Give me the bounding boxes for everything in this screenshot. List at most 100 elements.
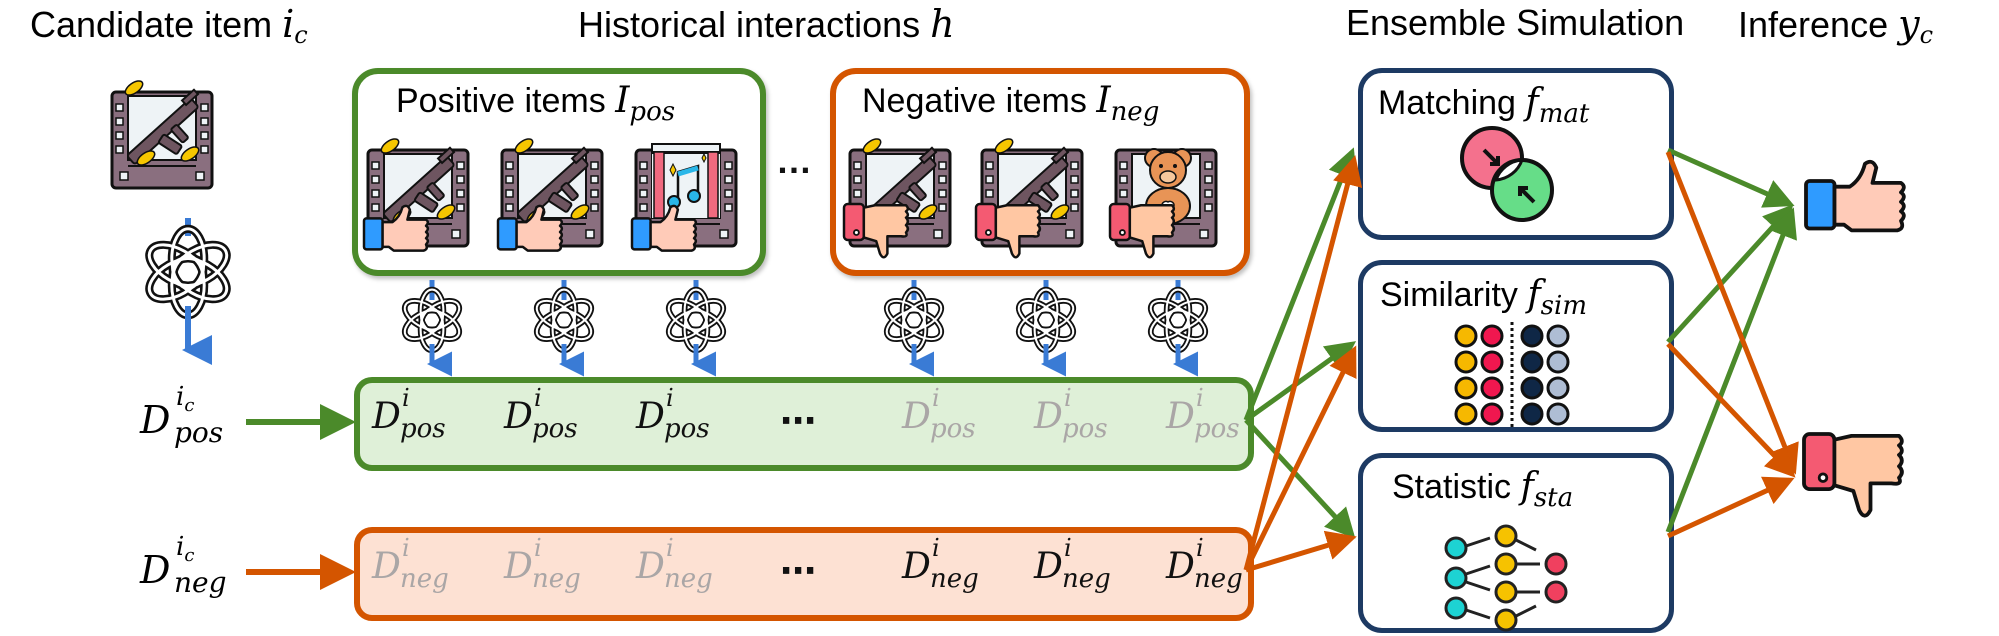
positive-item-1 <box>362 135 476 252</box>
term-base: D <box>504 546 533 587</box>
neg-to-statistic-arrow <box>1245 530 1357 573</box>
term-sub: neg <box>1062 564 1111 594</box>
negative-items-title-math: I <box>1096 80 1111 121</box>
negative-items-title: Negative items Ineg <box>862 80 1159 127</box>
term-sup: i <box>932 384 940 412</box>
dot <box>1546 324 1570 348</box>
neg-to-matching-arrow <box>1243 155 1363 571</box>
simulator-statistic-name: Statistic <box>1392 468 1521 506</box>
term-base: D <box>1034 396 1063 437</box>
llm-encoder <box>1014 280 1078 377</box>
simulator-similarity-sub: sim <box>1540 291 1587 321</box>
heading-history-text: Historical interactions <box>578 4 931 45</box>
term-sub: pos <box>1194 414 1240 444</box>
term-base: D <box>636 396 665 437</box>
dot <box>1520 324 1544 348</box>
pos-description-ellipsis: ⋯ <box>780 400 817 441</box>
term-base: D <box>1166 396 1195 437</box>
music-icon <box>652 144 720 218</box>
candidate-pos-sup-sub: c <box>184 395 195 417</box>
negative-item-2 <box>974 135 1090 259</box>
term-base: D <box>1034 546 1063 587</box>
thumbs-down-icon <box>1108 202 1176 259</box>
pos-to-matching-arrow <box>1243 147 1357 421</box>
llm-encoder <box>664 280 728 377</box>
positive-items-title: Positive items Ipos <box>396 80 675 127</box>
simulator-statistic-math: f <box>1520 466 1534 507</box>
term-base: D <box>372 396 401 437</box>
term-sub: neg <box>1194 564 1243 594</box>
candidate-neg-sup-text: i <box>176 532 185 562</box>
simulator-matching-title: Matching fmat <box>1378 82 1589 129</box>
positive-item-2 <box>496 135 610 252</box>
term-sub: pos <box>930 414 976 444</box>
dot <box>1480 350 1504 374</box>
venn-match-icon <box>1460 126 1554 222</box>
term-sup: i <box>932 534 940 562</box>
term-sub: pos <box>1062 414 1108 444</box>
dot <box>1480 402 1504 426</box>
positive-items-title-sub: pos <box>629 97 676 127</box>
candidate-pos-sup-text: i <box>176 382 185 412</box>
term-sup: i <box>1064 534 1072 562</box>
positive-item-3 <box>630 144 738 252</box>
heading-candidate-sub: c <box>294 21 308 49</box>
term-sub: pos <box>532 414 578 444</box>
simulator-similarity-title: Similarity fsim <box>1380 274 1587 321</box>
negative-description-box <box>354 527 1254 621</box>
candidate-pos-base: D <box>140 398 171 442</box>
dot <box>1546 402 1570 426</box>
heading-history-math: h <box>930 2 955 46</box>
dot <box>1454 402 1478 426</box>
simulator-matching-name: Matching <box>1378 84 1526 122</box>
term-sub: pos <box>400 414 446 444</box>
term-sup: i <box>666 534 674 562</box>
candidate-item-icon <box>110 77 220 190</box>
term-base: D <box>1166 546 1195 587</box>
matching-to-down-arrow <box>1665 151 1799 475</box>
simulator-similarity-math: f <box>1527 274 1541 315</box>
term-sup: i <box>534 384 542 412</box>
term-base: D <box>902 546 931 587</box>
thumbs-down-icon <box>974 202 1042 259</box>
simulator-statistic-title: Statistic fsta <box>1392 466 1573 513</box>
matching-to-up-arrow <box>1666 147 1795 208</box>
candidate-pos-sup: ic <box>176 382 194 416</box>
candidate-llm-icon <box>142 229 233 315</box>
candidate-neg-sub: neg <box>174 566 227 599</box>
llm-encoder <box>1146 280 1210 377</box>
dot <box>1454 324 1478 348</box>
heading-inference-sub: c <box>1919 21 1934 49</box>
positive-description-box <box>354 377 1254 471</box>
candidate-neg-base: D <box>140 548 171 592</box>
llm-encoder <box>532 280 596 377</box>
term-sub: neg <box>664 564 713 594</box>
history-ellipsis: … <box>776 140 813 181</box>
node-flow-icon <box>1444 524 1568 632</box>
term-sup: i <box>1196 384 1204 412</box>
llm-encoder <box>400 280 464 377</box>
dot <box>1480 376 1504 400</box>
simulator-similarity <box>1358 260 1674 432</box>
positive-items-title-math: I <box>615 80 630 121</box>
positive-items-title-text: Positive items <box>396 82 616 120</box>
dot <box>1520 402 1544 426</box>
term-base: D <box>504 396 533 437</box>
heading-inference: Inference yc <box>1738 2 1933 49</box>
negative-item-1 <box>842 135 958 259</box>
simulator-similarity-name: Similarity <box>1380 276 1528 314</box>
simulator-matching-math: f <box>1525 82 1539 123</box>
neg-description-ellipsis: ⋯ <box>780 550 817 591</box>
thumbs-down-icon <box>842 202 910 259</box>
dot <box>1546 350 1570 374</box>
heading-candidate-text: Candidate item <box>30 4 283 45</box>
similarity-to-down-arrow <box>1666 342 1796 478</box>
candidate-neg-sup: ic <box>176 532 194 566</box>
